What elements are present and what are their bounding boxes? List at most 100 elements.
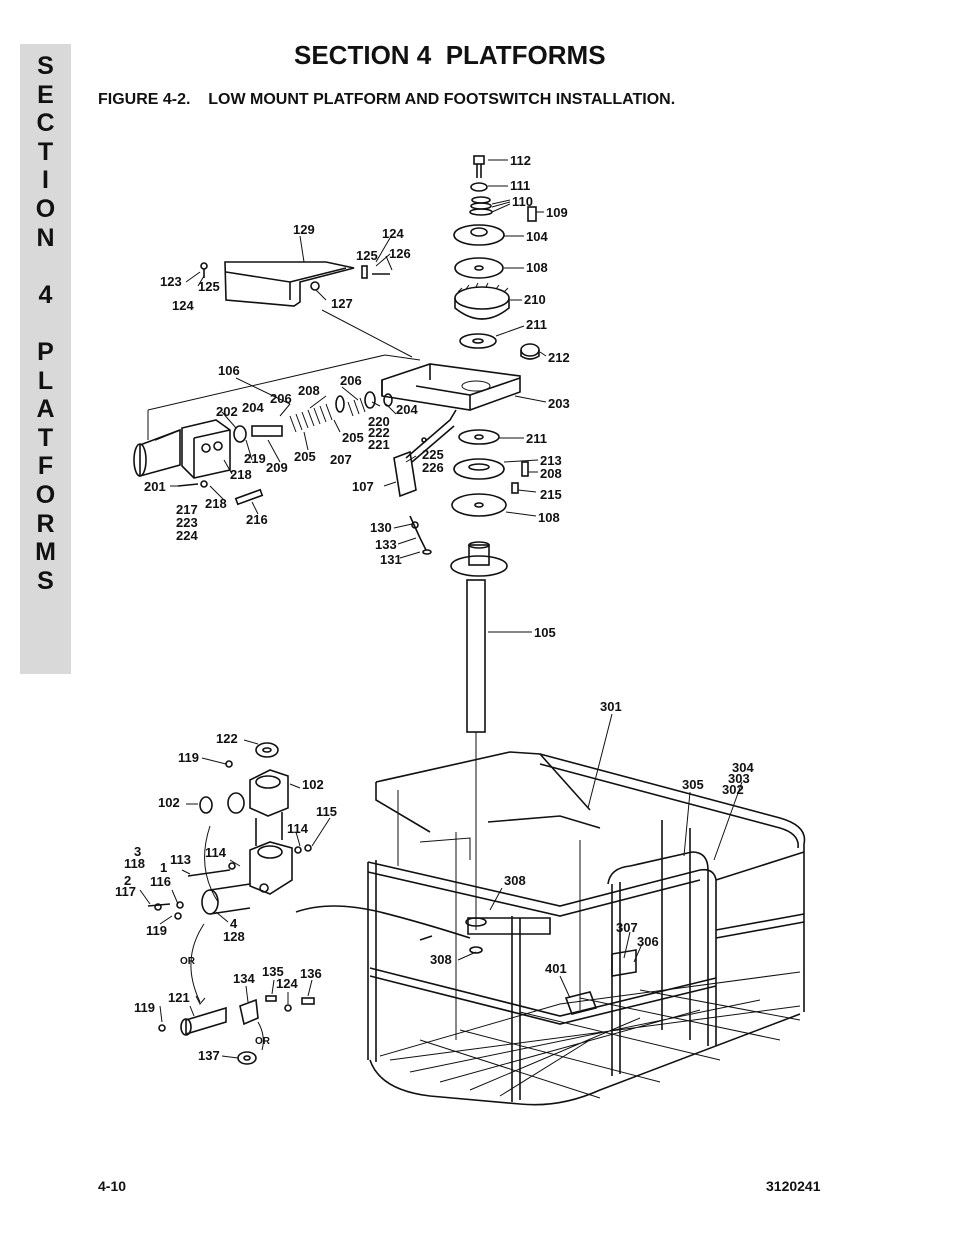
callout-207: 207 (330, 452, 352, 467)
side-letter: E (37, 80, 54, 109)
callout-116: 116 (150, 874, 171, 889)
callout-225: 225 (422, 447, 444, 462)
side-letter: O (35, 480, 56, 509)
callout-203: 203 (548, 396, 570, 411)
callout-212: 212 (548, 350, 570, 365)
callout-301: 301 (600, 699, 622, 714)
callout-210: 210 (524, 292, 546, 307)
callout-110: 110 (512, 194, 533, 209)
side-letter: N (36, 223, 55, 252)
callout-223: 223 (176, 515, 198, 530)
callout-208: 208 (298, 383, 320, 398)
side-letter: L (37, 366, 54, 395)
callout-3: 3 (134, 844, 141, 859)
callout-131: 131 (380, 552, 402, 567)
callout-137: 137 (198, 1048, 220, 1063)
callout-106: 106 (218, 363, 240, 378)
callout-117: 117 (115, 884, 136, 899)
callout-121: 121 (168, 990, 190, 1005)
callout-129: 129 (293, 222, 315, 237)
callout-124: 124 (382, 226, 404, 241)
callout-104: 104 (526, 229, 548, 244)
callout-202: 202 (216, 404, 238, 419)
callout-302: 302 (722, 782, 744, 797)
page-title: SECTION 4 PLATFORMS (294, 40, 606, 70)
section-side-tab (20, 44, 71, 674)
callout-304: 304 (732, 760, 754, 775)
callout-118: 118 (124, 856, 145, 871)
callout-211-lower: 211 (526, 431, 547, 446)
callout-133: 133 (375, 537, 397, 552)
leader-lines (139, 159, 743, 1059)
callout-labels: 112 111 110 109 104 108 210 211 212 203 … (115, 153, 754, 1063)
side-letter: T (37, 137, 54, 166)
document-number: 3120241 (766, 1178, 821, 1194)
callout-219: 219 (244, 451, 266, 466)
side-letter: C (36, 109, 55, 138)
callout-209: 209 (266, 460, 288, 475)
callout-105: 105 (534, 625, 556, 640)
platform-basket (204, 751, 806, 1106)
callout-119: 119 (178, 750, 199, 765)
callout-113: 113 (170, 852, 191, 867)
side-letter: F (37, 452, 54, 481)
callout-or-lower: OR (255, 1036, 271, 1047)
callout-136: 136 (300, 966, 322, 981)
side-letter: I (42, 166, 49, 195)
callout-2: 2 (124, 873, 131, 888)
callout-124-lower: 124 (276, 976, 298, 991)
callout-205-right: 205 (342, 430, 364, 445)
callout-102-left: 102 (158, 795, 180, 810)
callout-107: 107 (352, 479, 374, 494)
pivot-bracket (147, 742, 315, 1065)
callout-205: 205 (294, 449, 316, 464)
callout-4: 4 (230, 916, 238, 931)
callout-1: 1 (160, 860, 167, 875)
callout-108-lower: 108 (538, 510, 560, 525)
callout-226: 226 (422, 460, 444, 475)
callout-218: 218 (230, 467, 252, 482)
callout-123: 123 (160, 274, 182, 289)
callout-211: 211 (526, 317, 547, 332)
callout-112: 112 (510, 153, 531, 168)
callout-201: 201 (144, 479, 166, 494)
callout-204-right: 204 (396, 402, 418, 417)
callout-206: 206 (270, 391, 292, 406)
callout-126: 126 (389, 246, 411, 261)
callout-128: 128 (223, 929, 245, 944)
side-letter: 4 (38, 280, 53, 309)
callout-114-left: 114 (205, 845, 227, 860)
side-letter: S (37, 566, 54, 595)
callout-114: 114 (287, 821, 309, 836)
callout-208-right: 208 (540, 466, 562, 481)
cover-129 (200, 261, 413, 358)
side-letter: R (36, 509, 55, 538)
callout-305: 305 (682, 777, 704, 792)
callout-218-lower: 218 (205, 496, 227, 511)
side-letter: O (35, 194, 56, 223)
figure-title: FIGURE 4-2. LOW MOUNT PLATFORM AND FOOTS… (98, 91, 676, 108)
callout-303: 303 (728, 771, 750, 786)
callout-119-mid: 119 (146, 923, 167, 938)
callout-119-lower: 119 (134, 1000, 155, 1015)
callout-125-left: 125 (198, 279, 220, 294)
callout-217: 217 (176, 502, 198, 517)
callout-308-lower: 308 (430, 952, 452, 967)
callout-102: 102 (302, 777, 324, 792)
page-number: 4-10 (98, 1178, 127, 1194)
callout-130: 130 (370, 520, 392, 535)
side-letter: S (37, 52, 54, 80)
callout-115: 115 (316, 804, 337, 819)
callout-224: 224 (176, 528, 198, 543)
callout-206-upper: 206 (340, 373, 362, 388)
callout-or-upper: OR (180, 956, 196, 967)
callout-215: 215 (540, 487, 562, 502)
callout-122: 122 (216, 731, 238, 746)
rotator-stack (381, 155, 540, 930)
callout-307: 307 (616, 920, 638, 935)
callout-134: 134 (233, 971, 255, 986)
side-letter: A (36, 395, 55, 424)
callout-135: 135 (262, 964, 284, 979)
callout-204: 204 (242, 400, 264, 415)
